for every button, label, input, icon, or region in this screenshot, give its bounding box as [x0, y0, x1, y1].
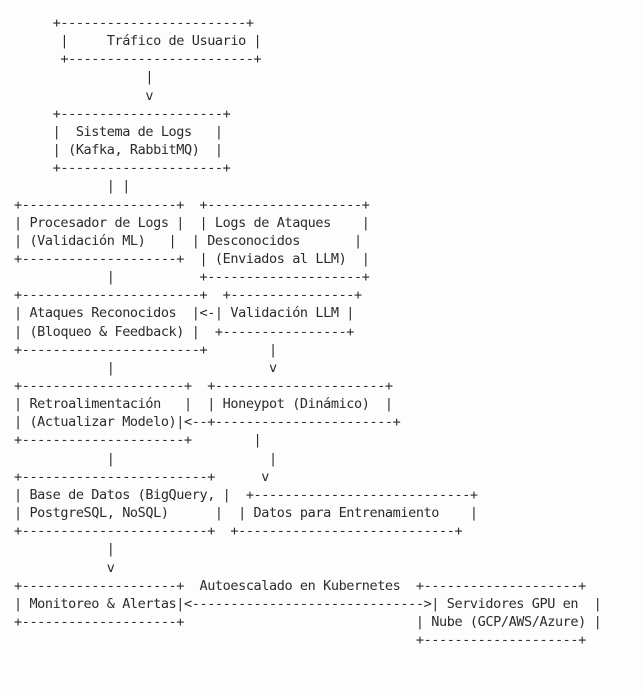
diagram-line: | Base de Datos (BigQuery, | +----------… [14, 486, 478, 503]
diagram-line: +--------------------+ +----------------… [14, 196, 370, 213]
diagram-line: | Ataques Reconocidos |<-| Validación LL… [14, 305, 355, 322]
diagram-line: +-----------------------+ +-------------… [14, 287, 362, 304]
diagram-line: | Monitoreo & Alertas|<-----------------… [14, 595, 602, 612]
diagram-line: +---------------------+ [14, 105, 231, 122]
diagram-line: +------------------------+ [14, 15, 254, 31]
diagram-line: +------------------------+ +------------… [14, 523, 463, 540]
diagram-line: +------------------------+ [14, 51, 262, 68]
diagram-line: | Retroalimentación | | Honeypot (Dinámi… [14, 396, 393, 413]
diagram-line: | (Kafka, RabbitMQ) | [14, 142, 223, 159]
diagram-line: | (Validación ML) | | Desconocidos | [14, 232, 362, 249]
diagram-line: +---------------------+ +---------------… [14, 378, 393, 394]
diagram-line: | v [14, 359, 277, 376]
diagram-line: | Sistema de Logs | [14, 123, 223, 140]
diagram-line: | | [14, 450, 277, 467]
diagram-line: | (Bloqueo & Feedback) | +--------------… [14, 323, 355, 340]
diagram-line: | Tráfico de Usuario | [14, 33, 262, 50]
diagram-line: | (Actualizar Modelo)|<--+--------------… [14, 414, 401, 431]
diagram-line: +---------------------+ [14, 160, 231, 177]
diagram-line: +--------------------+ | (Enviados al LL… [14, 250, 370, 267]
diagram-line: +--------------------+ | Nube (GCP/AWS/A… [14, 613, 602, 630]
diagram-line: | [14, 69, 154, 86]
diagram-line: | PostgreSQL, NoSQL) | | Datos para Entr… [14, 505, 478, 522]
diagram-line: +--------------------+ Autoescalado en K… [14, 577, 586, 594]
diagram-line: +------------------------+ v [14, 468, 270, 485]
diagram-line: v [14, 87, 154, 104]
diagram-line: +---------------------+ | [14, 432, 262, 449]
diagram-line: +--------------------+ [14, 632, 586, 649]
diagram-line: | [14, 541, 115, 558]
diagram-line: | +--------------------+ [14, 269, 370, 286]
diagram-line: | Procesador de Logs | | Logs de Ataques… [14, 214, 370, 231]
diagram-line: | | [14, 178, 131, 195]
diagram-line: v [14, 559, 115, 576]
diagram-line: +-----------------------+ | [14, 341, 277, 358]
